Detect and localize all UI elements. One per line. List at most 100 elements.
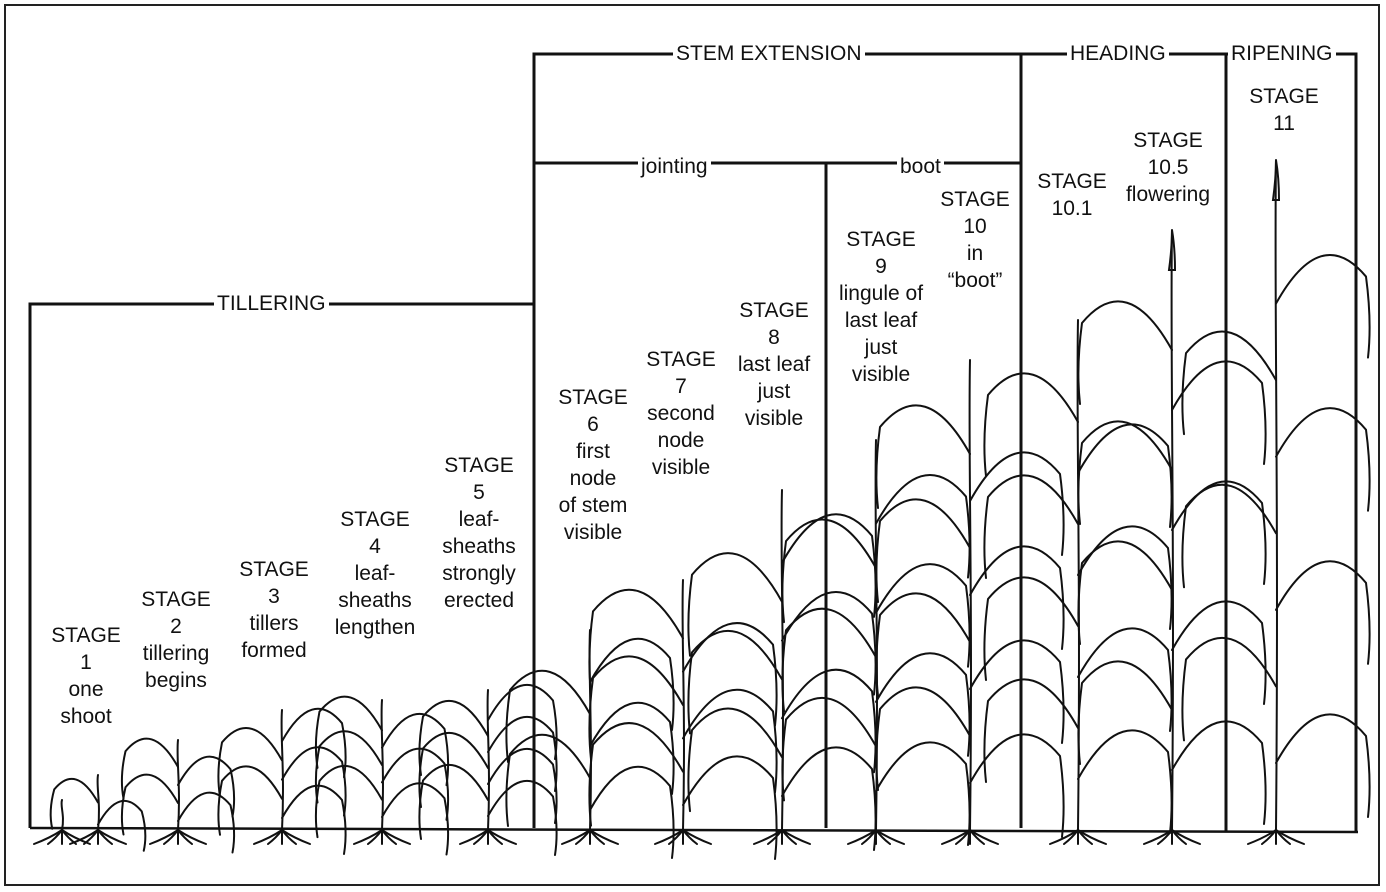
plant-14-leaf	[1181, 330, 1277, 436]
plant-6-leaf	[418, 732, 489, 808]
plant-12-root	[1063, 829, 1079, 845]
plant-11-leaf	[969, 451, 1065, 556]
plant-12-leaf	[983, 678, 1079, 783]
plant-4-leaf	[217, 765, 283, 836]
plant-4-root	[253, 829, 283, 845]
plant-11-leaf	[969, 639, 1065, 744]
plant-7-leaf	[589, 701, 675, 795]
plant-7-leaf	[505, 733, 591, 827]
plant-2-root	[83, 829, 99, 845]
phase-heading: HEADING	[1067, 42, 1169, 66]
plant-14-leaf	[1181, 636, 1277, 742]
plant-6-root	[487, 829, 517, 845]
plant-8-root	[668, 829, 684, 845]
phase-boot: boot	[897, 155, 944, 179]
plant-2-leaf	[97, 800, 147, 852]
plant-5-leaf	[314, 764, 383, 839]
plant-7-leaf	[589, 637, 675, 731]
plant-8-leaf	[588, 655, 684, 760]
plant-13-leaf	[1077, 420, 1173, 525]
plant-14-stem	[1274, 159, 1278, 831]
plant-7-leaf	[505, 669, 591, 763]
phase-tillering: TILLERING	[214, 292, 329, 316]
plant-11-leaf	[875, 592, 971, 697]
plant-5-root	[381, 829, 411, 845]
plant-13-stem	[1170, 229, 1174, 831]
plant-6-root	[459, 829, 489, 845]
plant-9-leaf	[781, 746, 877, 851]
plant-14-leaf	[1275, 560, 1371, 665]
plant-13-root	[1171, 829, 1201, 845]
plant-5-stem	[380, 699, 384, 831]
plant-8-root	[654, 829, 684, 845]
plant-13-leaf	[1077, 540, 1173, 645]
plant-5-leaf	[381, 782, 450, 856]
plant-9-leaf	[781, 591, 877, 696]
plant-11-leaf	[875, 498, 971, 603]
plant-7-root	[575, 829, 591, 845]
plant-10-root	[861, 829, 877, 845]
plant-2-root	[97, 829, 127, 845]
plant-10-root	[875, 829, 905, 845]
plant-13-leaf	[1171, 360, 1267, 465]
plant-8-stem	[681, 579, 685, 831]
plant-3-root	[163, 829, 179, 845]
plant-4-leaf	[281, 746, 347, 817]
plant-5-leaf	[314, 695, 383, 769]
plant-6-leaf	[418, 700, 489, 776]
plant-6-leaf	[487, 684, 558, 760]
plant-12-leaf	[983, 576, 1079, 681]
plant-7-root	[561, 829, 591, 845]
plant-10-leaf	[875, 563, 971, 668]
plant-14-leaf	[1275, 254, 1371, 359]
plant-10-leaf	[781, 607, 877, 713]
plant-9-root	[767, 829, 783, 845]
plant-1-root	[47, 829, 63, 845]
phase-stem-extension: STEM EXTENSION	[673, 42, 865, 66]
plant-10-leaf	[875, 652, 971, 757]
plant-3-root	[177, 829, 207, 845]
plant-14-root	[1275, 829, 1305, 845]
plant-3-leaf	[177, 791, 236, 854]
diagram-border	[4, 4, 1380, 886]
plant-8-root	[682, 829, 712, 845]
plant-8-leaf	[682, 622, 778, 727]
plant-6-root	[473, 829, 489, 845]
plant-7-leaf	[589, 765, 675, 859]
plant-4-stem	[280, 709, 284, 831]
plant-11-stem	[968, 359, 972, 831]
plant-12-leaf	[983, 372, 1079, 477]
phase-ripening: RIPENING	[1228, 42, 1336, 66]
plant-9-root	[753, 829, 783, 845]
plant-6-leaf	[487, 716, 558, 792]
plant-1-root	[61, 829, 91, 845]
plant-13-root	[1157, 829, 1173, 845]
plant-5-root	[367, 829, 383, 845]
plant-9-root	[781, 829, 811, 845]
plant-9-leaf	[687, 629, 783, 735]
plant-12-leaf	[1077, 627, 1173, 732]
plant-13-leaf	[1077, 660, 1173, 765]
plant-12-leaf	[1077, 423, 1173, 528]
plant-11-root	[969, 829, 999, 845]
plant-3-root	[149, 829, 179, 845]
plant-13-leaf	[1171, 480, 1267, 585]
phase-jointing: jointing	[638, 155, 711, 179]
plant-13-leaf	[1077, 300, 1173, 405]
plant-12-root	[1077, 829, 1107, 845]
plant-14-leaf	[1275, 713, 1371, 818]
plant-drawings	[33, 159, 1371, 860]
ground-line	[29, 826, 1359, 834]
plant-14-head	[1271, 159, 1281, 201]
